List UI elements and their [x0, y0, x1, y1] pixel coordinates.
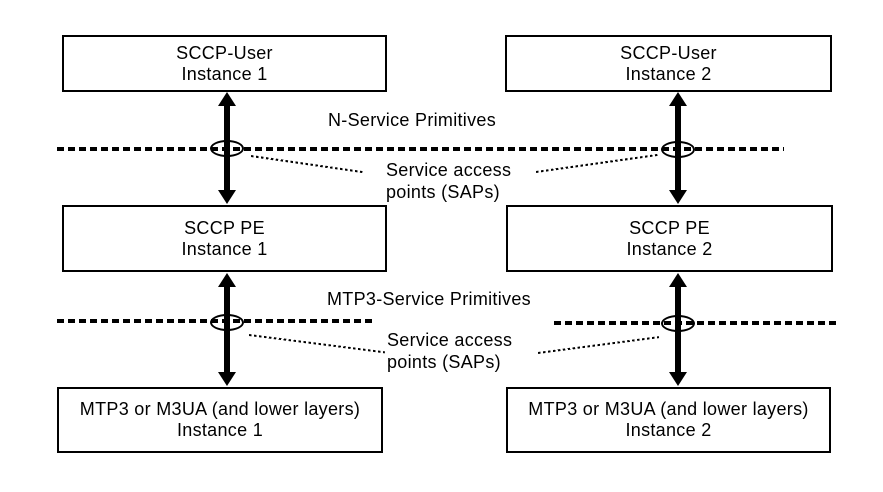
box-mtp3-instance-1-line2: Instance 1 — [176, 420, 264, 440]
dashed-line-mtp3-service-boundary-right — [554, 321, 839, 325]
leader-line-sap-lower-left — [248, 334, 386, 354]
label-sap-upper-line1: Service access — [386, 160, 512, 180]
leader-line-sap-lower-right — [537, 336, 660, 354]
box-mtp3-instance-2-line2: Instance 2 — [625, 420, 712, 440]
label-sap-upper: Service access points (SAPs) — [386, 159, 511, 203]
sap-ellipse-lower-left — [210, 314, 244, 331]
leader-line-sap-upper-right — [535, 153, 658, 173]
box-sccp-pe-instance-2-line2: Instance 2 — [626, 238, 713, 259]
box-mtp3-instance-1-line1: MTP3 or M3UA (and lower layers) — [79, 399, 361, 419]
arrowhead-down-icon — [669, 190, 687, 204]
box-mtp3-instance-2: MTP3 or M3UA (and lower layers) Instance… — [506, 387, 831, 453]
label-sap-lower: Service access points (SAPs) — [387, 329, 512, 373]
box-sccp-user-instance-1-line1: SCCP-User — [176, 42, 273, 63]
box-sccp-user-instance-1: SCCP-User Instance 1 — [62, 35, 387, 92]
arrowhead-down-icon — [218, 190, 236, 204]
label-sap-upper-line2: points (SAPs) — [386, 182, 500, 202]
box-sccp-user-instance-2: SCCP-User Instance 2 — [505, 35, 832, 92]
box-sccp-pe-instance-1: SCCP PE Instance 1 — [62, 205, 387, 272]
box-mtp3-instance-1: MTP3 or M3UA (and lower layers) Instance… — [57, 387, 383, 453]
arrowhead-down-icon — [218, 372, 236, 386]
arrowhead-up-icon — [669, 92, 687, 106]
dashed-line-n-service-boundary — [57, 147, 784, 151]
label-mtp3-service-primitives: MTP3-Service Primitives — [327, 289, 531, 309]
box-sccp-user-instance-2-line2: Instance 2 — [625, 63, 712, 84]
arrowhead-up-icon — [218, 273, 236, 287]
leader-line-sap-upper-left — [250, 155, 363, 174]
sap-ellipse-upper-right — [661, 141, 695, 158]
box-sccp-pe-instance-1-line2: Instance 1 — [181, 238, 268, 259]
arrowhead-up-icon — [218, 92, 236, 106]
box-mtp3-instance-2-line1: MTP3 or M3UA (and lower layers) — [528, 399, 809, 419]
box-sccp-user-instance-2-line1: SCCP-User — [620, 42, 717, 63]
label-n-service-primitives: N-Service Primitives — [328, 110, 497, 130]
label-sap-lower-line1: Service access — [387, 330, 513, 350]
box-sccp-pe-instance-1-line1: SCCP PE — [184, 217, 265, 238]
box-sccp-user-instance-1-line2: Instance 1 — [181, 63, 268, 84]
sap-ellipse-upper-left — [210, 140, 244, 157]
box-sccp-pe-instance-2: SCCP PE Instance 2 — [506, 205, 833, 272]
arrowhead-down-icon — [669, 372, 687, 386]
sap-ellipse-lower-right — [661, 315, 695, 332]
box-sccp-pe-instance-2-line1: SCCP PE — [629, 217, 710, 238]
label-sap-lower-line2: points (SAPs) — [387, 352, 501, 372]
arrowhead-up-icon — [669, 273, 687, 287]
